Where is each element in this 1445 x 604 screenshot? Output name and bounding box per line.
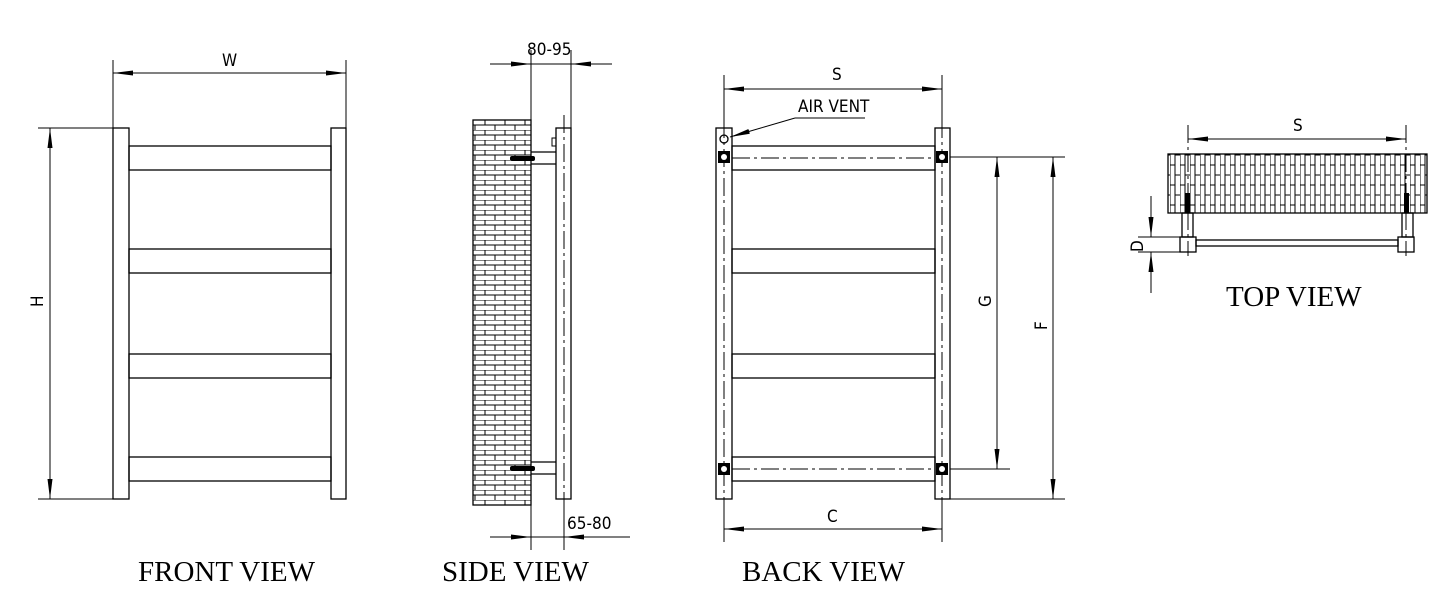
top-view-title: TOP VIEW <box>1226 281 1362 313</box>
top-spacing-dimension: S <box>1188 116 1406 142</box>
back-view-title: BACK VIEW <box>742 556 906 588</box>
air-vent-icon <box>719 134 729 144</box>
spacing-bottom-dimension: C <box>723 499 943 542</box>
inner-height-label: G <box>976 295 996 307</box>
spacing-bottom-label: C <box>827 507 838 527</box>
wall-gap-top-label: 80-95 <box>527 40 571 60</box>
right-post <box>330 127 347 500</box>
wall-gap-top-dimension: 80-95 <box>490 40 612 128</box>
side-view: 80-95 65-80 SIDE VIEW <box>442 40 630 588</box>
inner-height-dimension: G <box>950 156 1065 500</box>
spacing-top-label: S <box>832 65 842 85</box>
towel-bars <box>128 145 332 482</box>
width-dimension: W <box>112 51 347 128</box>
left-post <box>112 127 130 500</box>
rail <box>1195 239 1399 247</box>
top-view: S D TOP VIEW <box>1128 116 1428 313</box>
towel-bars <box>731 145 936 482</box>
wall-gap-bottom-dimension: 65-80 <box>490 505 630 550</box>
air-vent-label: AIR VENT <box>798 97 870 117</box>
wall-brick <box>472 119 532 506</box>
outer-height-dimension: F <box>1032 157 1056 499</box>
front-view: W H FRONT VIEW <box>28 51 347 588</box>
top-spacing-label: S <box>1293 116 1303 136</box>
height-dimension: H <box>28 127 113 500</box>
height-label: H <box>28 295 48 307</box>
spacing-top-dimension: S <box>723 65 943 128</box>
wall-brick <box>1167 153 1428 214</box>
mounting-points <box>718 151 948 475</box>
front-view-title: FRONT VIEW <box>138 556 316 588</box>
top-bracket <box>510 151 556 165</box>
wall-gap-bottom-label: 65-80 <box>567 514 611 534</box>
back-view: AIR VENT S C G F BACK VIEW <box>715 65 1065 588</box>
bottom-bracket <box>510 461 556 475</box>
depth-dimension: D <box>1128 196 1180 293</box>
depth-label: D <box>1128 240 1148 252</box>
width-label: W <box>222 51 237 71</box>
air-vent-callout: AIR VENT <box>729 97 870 138</box>
outer-height-label: F <box>1032 321 1052 330</box>
side-view-title: SIDE VIEW <box>442 556 589 588</box>
